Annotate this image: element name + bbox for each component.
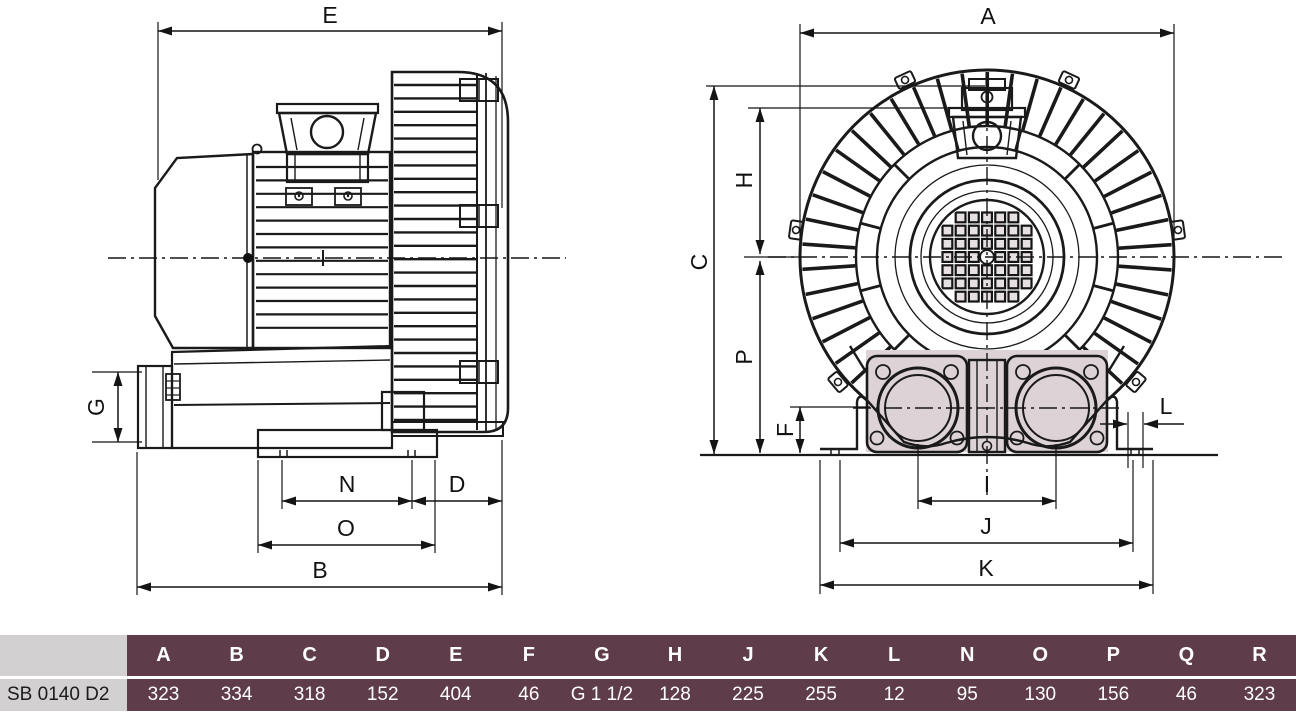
table-header-cell: R: [1222, 635, 1296, 676]
motor-fins: [256, 165, 388, 329]
table-value-cell: 152: [346, 679, 420, 711]
table-value-cell: 128: [638, 679, 712, 711]
table-value-cell: 255: [784, 679, 858, 711]
dim-label-n: N: [339, 471, 356, 497]
table-header-cell: A: [127, 635, 201, 676]
table-header-cell: H: [638, 635, 712, 676]
dim-label-d: D: [449, 471, 466, 497]
motor-end-cap: [153, 152, 255, 350]
table-data-row: SB 0140 D2 323 334 318 152 404 46 G 1 1/…: [0, 679, 1296, 711]
dim-label-a: A: [980, 3, 996, 29]
table-header-cell: O: [1003, 635, 1077, 676]
dimension-table: A B C D E F G H J K L N O P Q R SB 0140 …: [0, 635, 1296, 711]
table-value-cell: 156: [1076, 679, 1150, 711]
dim-label-i: I: [984, 471, 990, 497]
table-value-cell: G 1 1/2: [565, 679, 639, 711]
housing-fins: [394, 83, 476, 422]
table-value-cell: 225: [711, 679, 785, 711]
housing-lugs: [788, 70, 1186, 393]
dim-label-j: J: [980, 513, 992, 539]
table-value-cell: 130: [1003, 679, 1077, 711]
dim-label-g: G: [83, 398, 109, 416]
table-header-cell: J: [711, 635, 785, 676]
front-view-drawing: [768, 68, 1286, 498]
table-value-cell: 404: [419, 679, 493, 711]
dim-label-p: P: [731, 349, 757, 364]
dim-label-c: C: [686, 254, 712, 271]
table-row-label: SB 0140 D2: [0, 679, 127, 711]
right-port-flange: [1005, 354, 1109, 454]
dim-label-l: L: [1160, 393, 1173, 419]
left-port-flange: [865, 354, 969, 454]
dim-label-f: F: [772, 423, 798, 437]
table-header-cell: D: [346, 635, 420, 676]
table-header-cell: Q: [1149, 635, 1223, 676]
technical-drawing-canvas: E G N D O B: [83, 2, 1286, 595]
table-value-cell: 46: [1149, 679, 1223, 711]
mounting-bracket: [820, 395, 1153, 451]
table-value-cell: 323: [1222, 679, 1296, 711]
dim-label-h: H: [731, 172, 757, 189]
table-value-cell: 46: [492, 679, 566, 711]
dim-label-b: B: [312, 557, 327, 583]
front-view-dimensions: A C H P F I J K L: [686, 3, 1218, 594]
dim-label-o: O: [337, 515, 355, 541]
table-value-cell: 95: [930, 679, 1004, 711]
blower-housing-side: [390, 70, 510, 434]
foot-plate: [256, 428, 439, 459]
table-header-cell: N: [930, 635, 1004, 676]
table-value-cell: 323: [127, 679, 201, 711]
dim-label-e: E: [322, 2, 337, 28]
table-header-cell: K: [784, 635, 858, 676]
table-value-cell: 334: [200, 679, 274, 711]
housing-clamps: [459, 78, 499, 384]
motor-body: [251, 150, 392, 350]
side-view-drawing: [108, 70, 566, 459]
table-header-cell: C: [273, 635, 347, 676]
table-header-cell: L: [857, 635, 931, 676]
terminal-box-side: [275, 102, 380, 184]
table-value-cell: 318: [273, 679, 347, 711]
table-header-cell: G: [565, 635, 639, 676]
table-header-cell: B: [200, 635, 274, 676]
grille-squares: [941, 211, 1033, 303]
table-header-cell: E: [419, 635, 493, 676]
table-value-cell: 12: [857, 679, 931, 711]
inlet-port-flange: [136, 364, 174, 450]
table-header-cell: F: [492, 635, 566, 676]
dim-label-k: K: [978, 555, 994, 581]
side-view-dimensions: E G N D O B: [83, 2, 503, 595]
table-header-row: A B C D E F G H J K L N O P Q R: [0, 635, 1296, 676]
table-header-cell: P: [1076, 635, 1150, 676]
table-corner-cell: [0, 635, 127, 676]
